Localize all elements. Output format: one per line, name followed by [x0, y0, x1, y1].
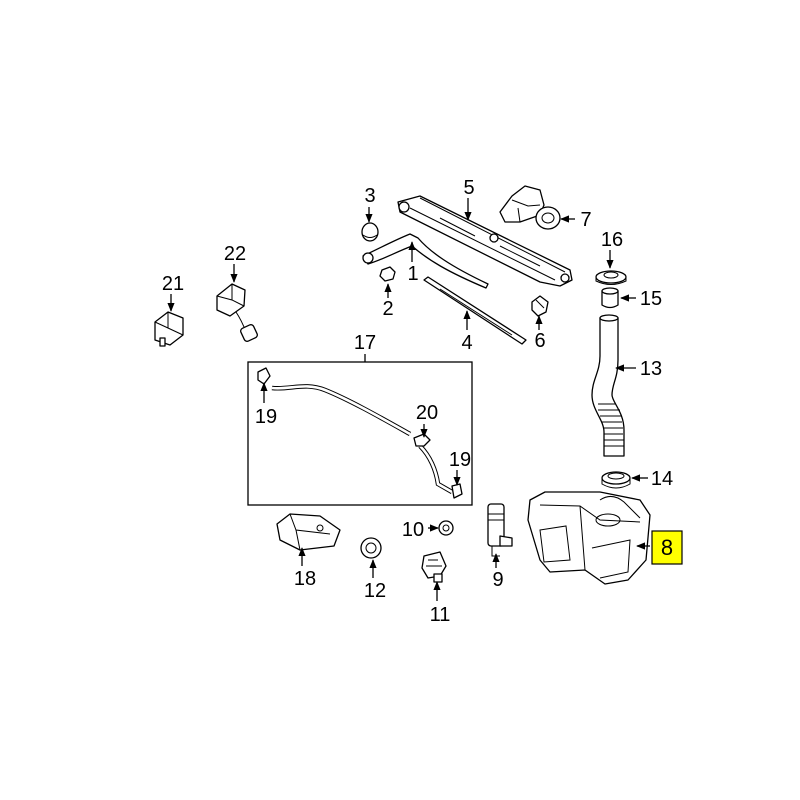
callout-8: 8 — [636, 530, 683, 565]
svg-text:8: 8 — [661, 535, 673, 560]
svg-text:5: 5 — [463, 177, 474, 199]
part-11-level-sensor[interactable] — [421, 551, 447, 583]
part-6-clip[interactable] — [531, 295, 549, 317]
part-16-filler-cap[interactable] — [595, 270, 627, 285]
part-4-wiper-blade[interactable] — [423, 276, 527, 345]
callout-10: 10 — [402, 519, 439, 541]
callout-6: 6 — [534, 315, 546, 352]
callout-22: 22 — [224, 243, 246, 283]
svg-text:10: 10 — [402, 519, 424, 541]
svg-text:7: 7 — [580, 209, 591, 231]
part-1-wiper-arm[interactable] — [362, 233, 489, 289]
svg-text:16: 16 — [601, 229, 623, 251]
callout-17: 17 — [354, 332, 376, 362]
svg-text:14: 14 — [651, 468, 673, 490]
callout-15: 15 — [620, 288, 662, 310]
part-13-filler-neck[interactable] — [591, 314, 625, 457]
part-9-washer-pump[interactable] — [487, 503, 513, 557]
callout-14: 14 — [631, 468, 673, 490]
svg-text:21: 21 — [162, 273, 184, 295]
svg-text:3: 3 — [364, 185, 375, 207]
callout-7: 7 — [560, 209, 592, 231]
part-14-grommet[interactable] — [601, 471, 631, 489]
callout-2: 2 — [382, 283, 394, 320]
callout-21: 21 — [162, 273, 184, 312]
callout-13: 13 — [615, 358, 662, 380]
svg-text:19: 19 — [449, 449, 471, 471]
callout-12: 12 — [364, 559, 386, 602]
part-12-grommet[interactable] — [360, 537, 382, 559]
svg-text:4: 4 — [461, 332, 472, 354]
part-18-bracket[interactable] — [276, 513, 341, 551]
part-17-hose-box[interactable] — [247, 361, 473, 506]
svg-text:6: 6 — [534, 330, 545, 352]
svg-text:2: 2 — [382, 298, 393, 320]
svg-text:19: 19 — [255, 406, 277, 428]
callout-20: 20 — [416, 402, 438, 438]
callout-4: 4 — [461, 310, 473, 354]
svg-text:17: 17 — [354, 332, 376, 354]
callout-16: 16 — [601, 229, 623, 269]
part-8-washer-reservoir[interactable] — [527, 491, 651, 585]
part-2-nut[interactable] — [379, 266, 396, 282]
callout-1: 1 — [407, 241, 419, 285]
part-5-wiper-linkage[interactable] — [397, 195, 573, 287]
callout-5: 5 — [463, 177, 475, 221]
callout-9: 9 — [492, 553, 504, 591]
svg-text:15: 15 — [640, 288, 662, 310]
callout-11: 11 — [430, 581, 451, 626]
callout-3: 3 — [364, 185, 376, 223]
svg-text:18: 18 — [294, 568, 316, 590]
svg-text:20: 20 — [416, 402, 438, 424]
part-22-nozzle[interactable] — [216, 283, 258, 342]
part-7-wiper-motor[interactable] — [499, 185, 561, 230]
svg-text:12: 12 — [364, 580, 386, 602]
part-10-grommet[interactable] — [438, 520, 454, 536]
svg-text:1: 1 — [407, 263, 418, 285]
callout-19a: 19 — [255, 382, 277, 428]
svg-text:22: 22 — [224, 243, 246, 265]
svg-text:13: 13 — [640, 358, 662, 380]
svg-text:11: 11 — [430, 604, 451, 626]
part-3-cap[interactable] — [361, 222, 379, 242]
svg-text:9: 9 — [492, 569, 503, 591]
part-15-filter[interactable] — [601, 287, 619, 309]
part-21-nozzle[interactable] — [154, 311, 184, 347]
callout-18: 18 — [294, 547, 316, 590]
callout-19b: 19 — [449, 449, 471, 486]
callout-8-highlight — [651, 530, 683, 565]
